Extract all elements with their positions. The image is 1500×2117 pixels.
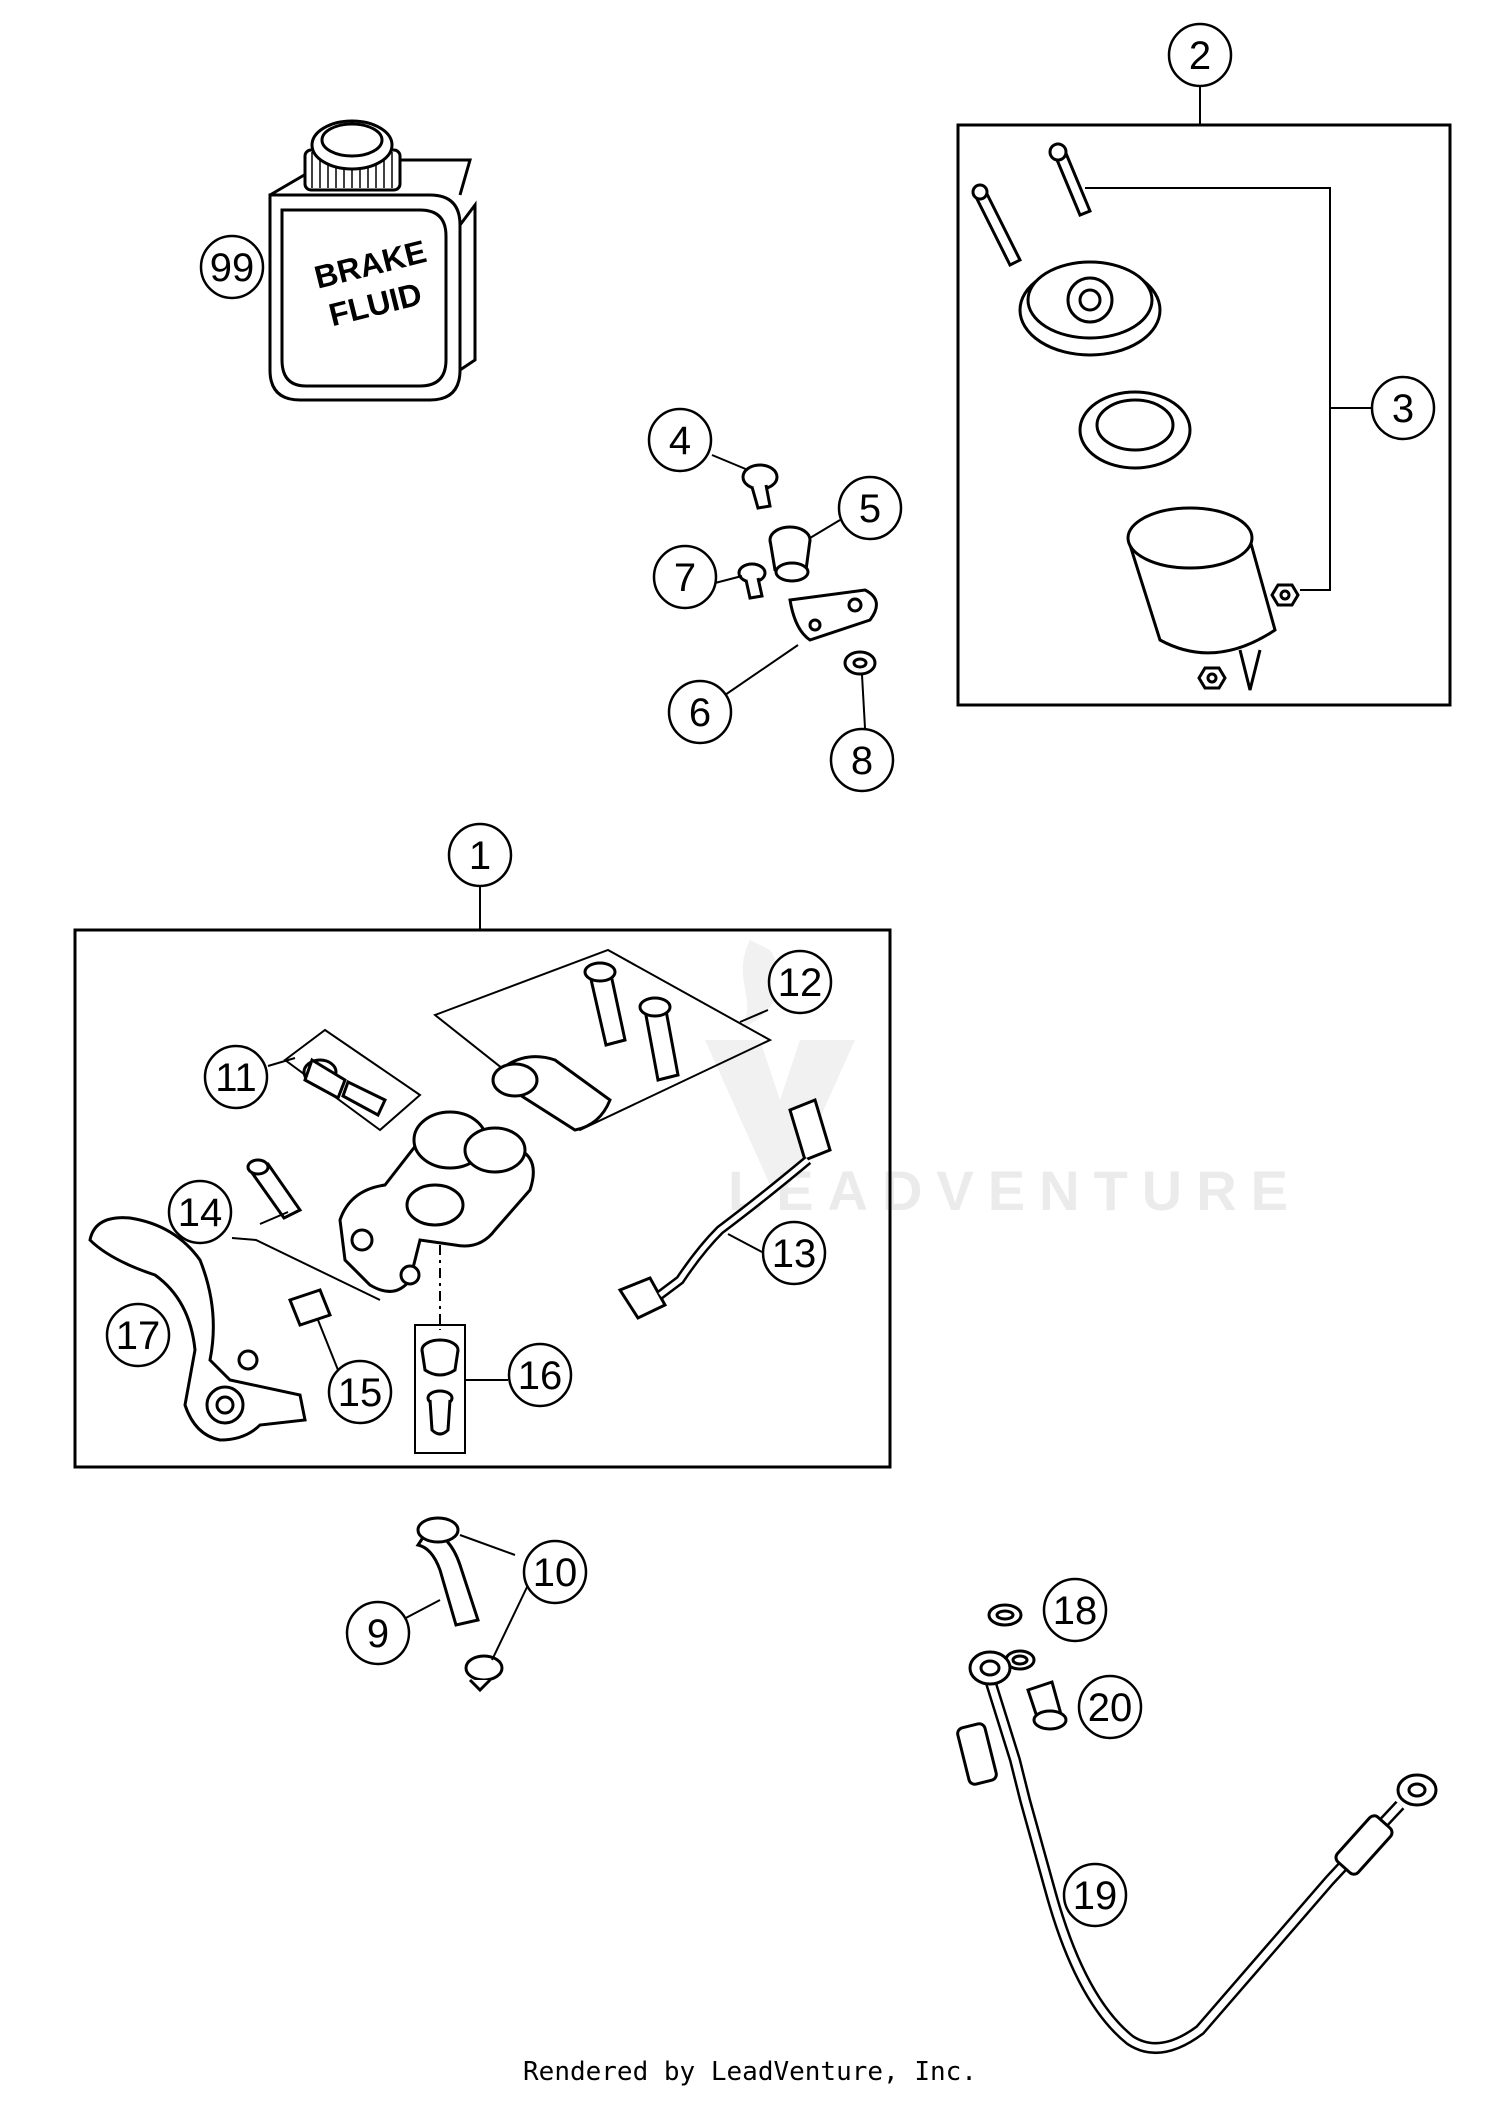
brake-hose xyxy=(956,1650,1438,2054)
callout-number: 14 xyxy=(178,1191,223,1235)
callout-circle xyxy=(1042,1577,1108,1643)
callout-circle xyxy=(345,1600,411,1666)
callout-circle xyxy=(327,1359,393,1425)
callout-number: 1 xyxy=(469,834,491,878)
callout-circle xyxy=(761,1220,827,1286)
callout-number: 16 xyxy=(518,1354,563,1398)
footer-credit: Rendered by LeadVenture, Inc. xyxy=(523,2057,977,2087)
callout-circle xyxy=(652,544,718,610)
callout-9: 9 xyxy=(345,1600,411,1666)
reservoir-parts xyxy=(971,142,1300,691)
callout-circle xyxy=(1062,1862,1128,1928)
callout-number: 99 xyxy=(210,246,255,290)
callout-20: 20 xyxy=(1077,1674,1143,1740)
callout-number: 12 xyxy=(778,961,823,1005)
callout-circle xyxy=(1370,375,1436,441)
callout-11: 11 xyxy=(203,1044,269,1110)
leader-lines-4-8 xyxy=(711,454,866,729)
callout-12: 12 xyxy=(767,949,833,1015)
master-cylinder-parts xyxy=(88,961,832,1442)
callout-circle xyxy=(1167,22,1233,88)
callout-circle xyxy=(837,475,903,541)
callout-circle xyxy=(507,1342,573,1408)
callout-circle xyxy=(1077,1674,1143,1740)
callout-circle xyxy=(667,679,733,745)
callout-number: 5 xyxy=(859,487,881,531)
hose-and-clamps xyxy=(415,1516,504,1693)
callout-8: 8 xyxy=(829,727,895,793)
callout-number: 20 xyxy=(1088,1686,1133,1730)
callout-13: 13 xyxy=(761,1220,827,1286)
brake-line-parts xyxy=(987,1603,1068,1731)
callout-number: 8 xyxy=(851,739,873,783)
callout-16: 16 xyxy=(507,1342,573,1408)
callout-4: 4 xyxy=(647,407,713,473)
piston-kit-box xyxy=(414,1324,466,1454)
callout-number: 2 xyxy=(1189,34,1211,78)
callout-15: 15 xyxy=(327,1359,393,1425)
callout-14: 14 xyxy=(167,1179,233,1245)
callout-number: 7 xyxy=(674,556,696,600)
bleeder-kit-diamond xyxy=(283,1028,422,1132)
callout-number: 15 xyxy=(338,1371,383,1415)
callout-number: 3 xyxy=(1392,387,1414,431)
callout-circle xyxy=(829,727,895,793)
callout-number: 9 xyxy=(367,1612,389,1656)
callout-19: 19 xyxy=(1062,1862,1128,1928)
callout-5: 5 xyxy=(837,475,903,541)
callout-10: 10 xyxy=(522,1539,588,1605)
callout-circle xyxy=(105,1302,171,1368)
callout-number: 19 xyxy=(1073,1874,1118,1918)
watermark-logo: LEADVENTURE xyxy=(705,940,1302,1222)
small-fasteners xyxy=(737,463,878,676)
callout-6: 6 xyxy=(667,679,733,745)
leader-lines-box1 xyxy=(231,1009,769,1381)
callout-number: 11 xyxy=(215,1056,257,1100)
callout-circle xyxy=(167,1179,233,1245)
callout-99: 99 xyxy=(199,234,265,300)
callout-number: 13 xyxy=(772,1232,817,1276)
callout-circle xyxy=(447,822,513,888)
callout-number: 17 xyxy=(116,1314,161,1358)
callout-18: 18 xyxy=(1042,1577,1108,1643)
callout-number: 4 xyxy=(669,419,691,463)
callout-circle xyxy=(647,407,713,473)
callout-circle xyxy=(767,949,833,1015)
watermark-text: LEADVENTURE xyxy=(728,1159,1302,1222)
callout-number: 18 xyxy=(1053,1589,1098,1633)
callout-3: 3 xyxy=(1370,375,1436,441)
callout-1: 1 xyxy=(447,822,513,888)
master-cylinder-box xyxy=(73,928,892,1469)
callout-2: 2 xyxy=(1167,22,1233,88)
callout-17: 17 xyxy=(105,1302,171,1368)
callout-number: 6 xyxy=(689,691,711,735)
callout-circle xyxy=(203,1044,269,1110)
callout-circle xyxy=(522,1539,588,1605)
callout-circle xyxy=(199,234,265,300)
leader-lines-9-10 xyxy=(401,1534,529,1661)
callout-7: 7 xyxy=(652,544,718,610)
reservoir-kit-box xyxy=(956,123,1452,707)
callout-number: 10 xyxy=(533,1551,578,1595)
brake-fluid-can: BRAKE FLUID xyxy=(268,119,477,402)
